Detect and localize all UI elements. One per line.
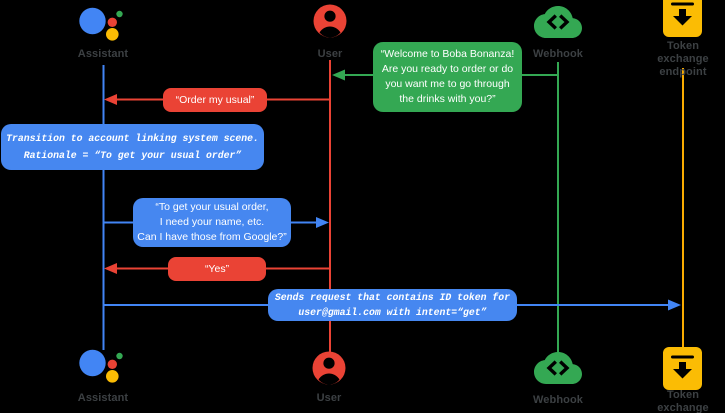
google-assistant-icon xyxy=(79,7,123,41)
actor-label-token-endpoint-top: Token exchange endpoint xyxy=(657,40,709,78)
message-get-order: “To get your usual order, I need your na… xyxy=(133,198,291,247)
actor-label-webhook-top: Webhook xyxy=(533,48,583,60)
actor-label-token-endpoint-bottom: Token exchange endpoint xyxy=(657,389,709,413)
actor-label-webhook-bottom: Webhook xyxy=(533,394,583,406)
message-yes: “Yes” xyxy=(168,257,266,281)
cloud-code-icon xyxy=(534,6,582,38)
arrowhead-yes xyxy=(104,263,117,274)
actor-label-user-bottom: User xyxy=(316,392,342,404)
arrowhead-welcome xyxy=(332,69,345,81)
actor-label-assistant-top: Assistant xyxy=(77,48,129,60)
cloud-code-icon xyxy=(534,352,582,384)
google-assistant-icon xyxy=(79,349,123,383)
message-sends-request: Sends request that contains ID token for… xyxy=(268,289,517,321)
arrowhead-order-usual xyxy=(104,94,117,105)
note-transition-account-linking: Transition to account linking system sce… xyxy=(1,124,264,170)
person-icon xyxy=(312,351,346,385)
arrowhead-get-order xyxy=(316,217,329,228)
message-welcome: “Welcome to Boba Bonanza! Are you ready … xyxy=(373,42,522,112)
person-icon xyxy=(313,4,347,38)
actor-label-assistant-bottom: Assistant xyxy=(77,392,129,404)
arrowhead-sends-request xyxy=(668,299,681,311)
token-box-icon xyxy=(663,347,702,390)
message-order-usual: “Order my usual” xyxy=(163,88,267,112)
actor-label-user-top: User xyxy=(317,48,343,60)
token-box-icon xyxy=(663,0,702,37)
